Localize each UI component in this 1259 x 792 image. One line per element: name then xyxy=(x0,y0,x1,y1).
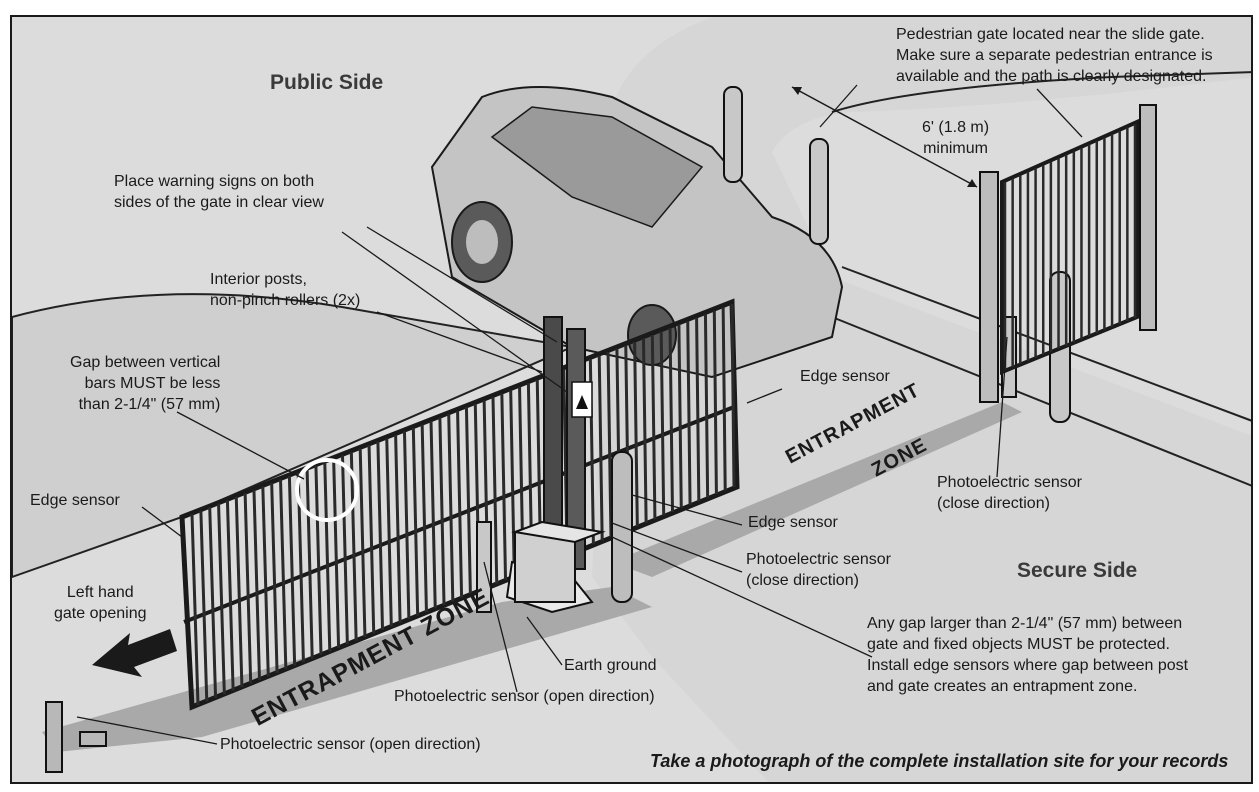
gate-bar xyxy=(217,503,226,695)
gate-bar xyxy=(447,414,455,602)
interior-post-1 xyxy=(543,316,563,558)
gate-bar xyxy=(367,445,376,634)
gate-bar xyxy=(349,451,358,641)
gate-bar xyxy=(668,328,674,513)
scene-illustration xyxy=(12,17,1251,782)
gate-bar xyxy=(261,486,270,677)
gate-bar xyxy=(703,314,710,498)
right-curb xyxy=(831,71,1251,113)
circle-highlight-icon xyxy=(295,458,359,522)
reflector-left xyxy=(79,731,107,747)
gate-bar xyxy=(641,338,648,523)
gate-bar xyxy=(633,341,639,527)
pedestrian-gate xyxy=(979,104,1157,403)
entrapment-strip-back xyxy=(612,402,1022,577)
diagram-frame: Public Side Secure Side ENTRAPMENT ZONE … xyxy=(10,15,1253,784)
gate-bar xyxy=(394,434,402,623)
gate-bar xyxy=(500,393,508,580)
gate-bar xyxy=(491,396,499,584)
gate-bar xyxy=(243,493,253,684)
left-sidewalk xyxy=(12,293,576,579)
callout-distance: 6' (1.8 m) minimum xyxy=(922,119,990,157)
callout-warning-signs: Place warning signs on both sides of the… xyxy=(114,173,324,211)
bollard-top-2 xyxy=(809,138,829,245)
gate-bar xyxy=(279,479,288,670)
pedestrian-gate-bars xyxy=(1003,124,1137,370)
road-curb-line-2 xyxy=(831,316,1251,487)
gate-bar xyxy=(252,489,262,681)
warning-sign-icon xyxy=(571,381,593,418)
callout-pedestrian-gate: Pedestrian gate located near the slide g… xyxy=(896,26,1213,85)
gate-bar xyxy=(509,390,516,577)
photo-post-center xyxy=(476,521,492,613)
car xyxy=(430,86,844,379)
callout-left-hand-opening: Left hand gate opening xyxy=(54,584,147,622)
callout-interior-posts: Interior posts, non-pinch rollers (2x) xyxy=(210,271,361,309)
gate-bar xyxy=(340,455,349,645)
gate-bar xyxy=(456,410,464,598)
gate-bar xyxy=(287,476,297,666)
callout-any-gap: Any gap larger than 2-1/4" (57 mm) betwe… xyxy=(867,615,1189,695)
gate-bar xyxy=(332,458,341,648)
bollard-top-1 xyxy=(723,86,743,183)
gate-bar xyxy=(464,407,472,595)
leader-lines xyxy=(76,84,1083,745)
gate-bar xyxy=(721,307,727,491)
gate-bar xyxy=(438,417,446,605)
callout-edge-sensor-mid: Edge sensor xyxy=(748,514,838,531)
callout-photo-open-center: Photoelectric sensor (open direction) xyxy=(394,688,655,705)
gate-bar xyxy=(597,355,604,541)
callout-photo-open-bottom: Photoelectric sensor (open direction) xyxy=(220,736,481,753)
gate-bar xyxy=(402,431,411,620)
gate-bar xyxy=(420,424,428,613)
gate-bar xyxy=(677,324,683,509)
gate-bar xyxy=(712,310,718,495)
gate-bar xyxy=(305,469,314,659)
callout-photo-close-right: Photoelectric sensor (close direction) xyxy=(937,474,1082,512)
callout-edge-sensor-top: Edge sensor xyxy=(800,368,890,385)
gate-bar xyxy=(208,507,218,698)
callout-gap-vertical-bars: Gap between vertical bars MUST be less t… xyxy=(70,354,221,413)
gate-bar xyxy=(659,331,666,516)
gate-bar xyxy=(190,513,200,706)
gate-bar xyxy=(730,303,736,488)
callout-edge-sensor-left: Edge sensor xyxy=(30,492,120,509)
gate-bar xyxy=(323,462,332,652)
road-curb-line xyxy=(841,266,1251,422)
distance-arrow xyxy=(791,86,978,188)
public-side-header: Public Side xyxy=(270,71,384,94)
gate-bar xyxy=(270,482,279,673)
gate-bar xyxy=(385,438,393,627)
gate-bar xyxy=(429,421,437,609)
photo-post-left xyxy=(45,701,63,773)
entrapment-strip-front xyxy=(42,587,652,752)
gate-bar xyxy=(376,441,385,630)
gate-bar xyxy=(606,352,613,538)
callout-photo-close-mid: Photoelectric sensor (close direction) xyxy=(746,551,891,589)
gate-bar xyxy=(650,334,657,520)
left-arrow-icon xyxy=(92,629,177,677)
gate-bar xyxy=(686,321,692,505)
secure-side-header: Secure Side xyxy=(1017,559,1138,582)
gate-bar xyxy=(225,500,235,691)
gate-bar xyxy=(695,317,701,502)
footer-note: Take a photograph of the complete instal… xyxy=(650,751,1229,771)
gate-operator xyxy=(505,520,606,614)
gate-bar xyxy=(411,427,420,616)
gate-bar xyxy=(358,448,367,638)
gate-bar xyxy=(199,510,209,702)
gate-bar xyxy=(314,465,323,656)
gate-bar xyxy=(234,496,244,688)
callout-earth-ground: Earth ground xyxy=(564,657,657,674)
